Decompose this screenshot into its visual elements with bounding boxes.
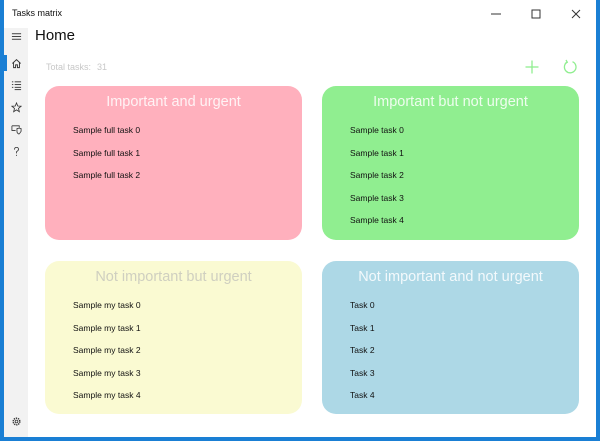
selection-indicator (4, 55, 7, 71)
task-item[interactable]: Task 1 (350, 322, 375, 333)
add-task-button[interactable] (521, 56, 543, 78)
task-item[interactable]: Sample task 2 (350, 170, 404, 181)
sidebar-item-help[interactable] (4, 140, 28, 162)
task-item[interactable]: Sample task 4 (350, 215, 404, 226)
minimize-button[interactable] (476, 0, 516, 28)
task-list: Sample my task 0 Sample my task 1 Sample… (73, 300, 141, 413)
quadrant-title: Important and urgent (106, 94, 241, 110)
task-item[interactable]: Sample my task 4 (73, 390, 141, 401)
task-item[interactable]: Sample my task 2 (73, 345, 141, 356)
app-window: Tasks matrix (4, 0, 596, 437)
task-list: Sample task 0 Sample task 1 Sample task … (350, 125, 404, 238)
help-icon (13, 146, 19, 156)
task-list: Sample full task 0 Sample full task 1 Sa… (73, 125, 140, 193)
sidebar-item-favorites[interactable] (4, 96, 28, 118)
task-item[interactable]: Task 4 (350, 390, 375, 401)
sidebar-item-settings[interactable] (4, 410, 28, 432)
task-item[interactable]: Sample my task 0 (73, 300, 141, 310)
star-icon (10, 101, 22, 113)
sidebar-item-home[interactable] (4, 52, 28, 74)
add-icon (525, 60, 539, 74)
refresh-button[interactable] (559, 56, 581, 78)
app-title: Tasks matrix (12, 8, 63, 18)
task-list: Task 0 Task 1 Task 2 Task 3 Task 4 (350, 300, 375, 413)
window-controls (476, 0, 596, 28)
hamburger-icon (11, 32, 21, 40)
menu-toggle-button[interactable] (4, 25, 28, 47)
task-item[interactable]: Task 3 (350, 367, 375, 378)
task-item[interactable]: Task 0 (350, 300, 375, 310)
title-bar[interactable]: Tasks matrix (4, 0, 596, 28)
quadrant-not-important-urgent: Not important but urgent Sample my task … (45, 261, 302, 414)
shield-device-icon (11, 124, 21, 134)
refresh-icon (563, 59, 577, 74)
task-item[interactable]: Sample full task 2 (73, 170, 141, 181)
task-item[interactable]: Sample task 3 (350, 192, 404, 203)
minimize-icon (491, 13, 501, 15)
task-item[interactable]: Sample my task 3 (73, 367, 141, 378)
task-item[interactable]: Sample my task 1 (73, 322, 141, 333)
quadrant-title: Important but not urgent (373, 94, 528, 110)
quadrant-important-urgent: Important and urgent Sample full task 0 … (45, 86, 302, 240)
task-item[interactable]: Sample task 1 (350, 147, 404, 158)
total-tasks-value: 31 (97, 62, 108, 72)
close-icon (571, 9, 581, 19)
total-tasks-label: Total tasks: (46, 62, 92, 72)
page-title: Home (35, 27, 76, 44)
total-tasks-counter: Total tasks: 31 (46, 62, 107, 72)
quadrant-important-not-urgent: Important but not urgent Sample task 0 S… (322, 86, 579, 240)
maximize-button[interactable] (516, 0, 556, 28)
quadrant-title: Not important and not urgent (358, 269, 543, 285)
nav-sidebar (4, 28, 28, 437)
quadrant-title: Not important but urgent (95, 269, 252, 285)
close-button[interactable] (556, 0, 596, 28)
quadrant-not-important-not-urgent: Not important and not urgent Task 0 Task… (322, 261, 579, 414)
gear-icon (11, 416, 21, 426)
sidebar-item-devices[interactable] (4, 118, 28, 140)
sidebar-item-list[interactable] (4, 74, 28, 96)
task-item[interactable]: Sample full task 0 (73, 125, 141, 135)
maximize-icon (531, 9, 541, 19)
home-icon (11, 58, 21, 68)
task-item[interactable]: Task 2 (350, 345, 375, 356)
list-icon (11, 80, 21, 90)
task-item[interactable]: Sample full task 1 (73, 147, 141, 158)
task-item[interactable]: Sample task 0 (350, 125, 404, 135)
